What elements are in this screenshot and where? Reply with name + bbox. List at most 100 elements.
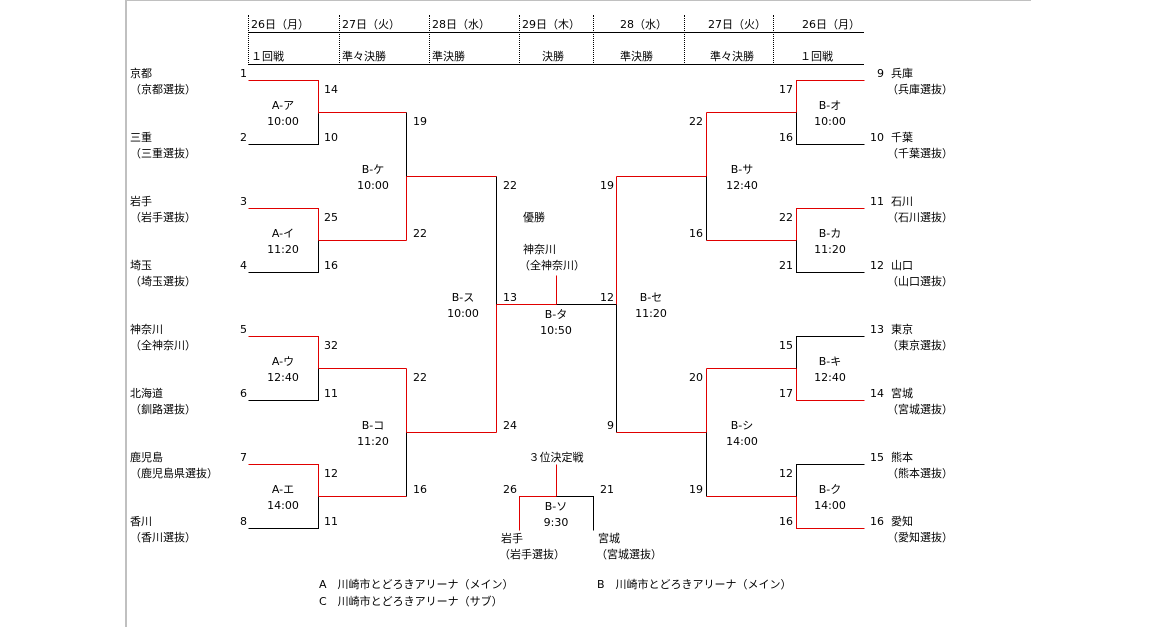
team-seed: 8 xyxy=(240,515,247,528)
bracket-line-winner xyxy=(796,368,865,401)
match-code: A-イ xyxy=(271,227,295,240)
team-seed: 1 xyxy=(240,67,247,80)
header-round: 準決勝 xyxy=(620,50,653,63)
team-name: 鹿児島 xyxy=(130,451,163,464)
match-time: 14:00 xyxy=(814,499,846,512)
match-code: B-ソ xyxy=(544,500,568,513)
header-date: 29日（木） xyxy=(522,18,580,31)
header-round: １回戦 xyxy=(251,50,284,63)
match-time: 12:40 xyxy=(726,179,758,192)
team-name: 岩手 xyxy=(130,195,152,208)
header-round: 決勝 xyxy=(542,50,564,63)
score-bottom: 11 xyxy=(324,387,338,400)
match-code: B-ケ xyxy=(361,163,385,176)
header-separator xyxy=(773,15,774,65)
score-top: 19 xyxy=(413,115,427,128)
legend-venue-b: B 川崎市とどろきアリーナ（メイン） xyxy=(597,578,792,591)
score-top: 22 xyxy=(413,371,427,384)
team-seed: 2 xyxy=(240,131,247,144)
score-left: 13 xyxy=(503,291,517,304)
score-bottom: 16 xyxy=(779,131,793,144)
header-date: 26日（月） xyxy=(251,18,309,31)
header-date-underline xyxy=(248,32,864,33)
team-sub: （千葉選抜） xyxy=(887,147,953,160)
team-sub: （宮城選抜） xyxy=(887,403,953,416)
match-time: 11:20 xyxy=(267,243,299,256)
match-code: A-エ xyxy=(271,483,295,496)
team-name: 神奈川 xyxy=(130,323,163,336)
champion-name: 神奈川 xyxy=(523,243,556,256)
bracket-line-winner xyxy=(796,208,865,241)
team-sub: （岩手選抜） xyxy=(130,211,196,224)
team-sub: （埼玉選抜） xyxy=(130,275,196,288)
match-code: B-セ xyxy=(639,291,663,304)
third-left-name: 岩手 xyxy=(501,532,523,545)
bracket-line-loser xyxy=(796,336,865,369)
header-round: 準決勝 xyxy=(432,50,465,63)
score-bottom: 17 xyxy=(779,387,793,400)
team-sub: （熊本選抜） xyxy=(887,467,953,480)
team-seed: 4 xyxy=(240,259,247,272)
team-seed: 7 xyxy=(240,451,247,464)
score-bottom: 10 xyxy=(324,131,338,144)
team-name: 北海道 xyxy=(130,387,163,400)
bracket-line-winner xyxy=(248,464,319,497)
score-top: 32 xyxy=(324,339,338,352)
team-sub: （兵庫選抜） xyxy=(887,83,953,96)
score-bottom: 19 xyxy=(689,483,703,496)
header-date: 27日（火） xyxy=(342,18,400,31)
team-sub: （釧路選抜） xyxy=(130,403,196,416)
team-sub: （京都選抜） xyxy=(130,83,196,96)
match-time: 12:40 xyxy=(267,371,299,384)
match-code: B-ク xyxy=(818,483,842,496)
score-bottom: 21 xyxy=(779,259,793,272)
match-code: B-シ xyxy=(730,419,754,432)
header-separator xyxy=(429,15,430,65)
team-sub: （山口選抜） xyxy=(887,275,953,288)
score-right: 21 xyxy=(600,483,614,496)
bracket-line-loser xyxy=(796,240,865,273)
score-top: 22 xyxy=(779,211,793,224)
champion-title: 優勝 xyxy=(523,211,545,224)
score-top: 12 xyxy=(779,467,793,480)
header-round: １回戦 xyxy=(800,50,833,63)
team-name: 埼玉 xyxy=(130,259,152,272)
match-time: 10:50 xyxy=(540,324,572,337)
bracket-line-loser xyxy=(248,240,319,273)
match-time: 11:20 xyxy=(357,435,389,448)
team-seed: 11 xyxy=(870,195,884,208)
team-seed: 6 xyxy=(240,387,247,400)
match-time: 10:00 xyxy=(447,307,479,320)
score-left: 26 xyxy=(503,483,517,496)
team-name: 愛知 xyxy=(891,515,913,528)
team-name: 石川 xyxy=(891,195,913,208)
frame-top-border xyxy=(125,0,1031,1)
score-bottom: 16 xyxy=(689,227,703,240)
team-seed: 14 xyxy=(870,387,884,400)
third-right-sub: （宮城選抜） xyxy=(596,548,662,561)
score-top: 22 xyxy=(503,179,517,192)
bracket-line-winner xyxy=(248,336,319,369)
score-bottom: 9 xyxy=(607,419,614,432)
team-seed: 12 xyxy=(870,259,884,272)
match-code: B-カ xyxy=(818,227,842,240)
score-top: 15 xyxy=(779,339,793,352)
header-date: 27日（火） xyxy=(708,18,766,31)
third-place-title: ３位決定戦 xyxy=(528,451,584,464)
team-seed: 10 xyxy=(870,131,884,144)
team-name: 宮城 xyxy=(891,387,913,400)
match-time: 11:20 xyxy=(635,307,667,320)
bracket-line-loser xyxy=(796,112,865,145)
bracket-line-winner xyxy=(796,496,865,529)
team-seed: 9 xyxy=(877,67,884,80)
score-bottom: 16 xyxy=(413,483,427,496)
match-code: B-オ xyxy=(818,99,842,112)
score-bottom: 16 xyxy=(779,515,793,528)
team-name: 三重 xyxy=(130,131,152,144)
team-name: 熊本 xyxy=(891,451,913,464)
header-separator xyxy=(248,15,249,65)
header-round: 準々決勝 xyxy=(342,50,386,63)
legend-venue-a: A 川崎市とどろきアリーナ（メイン） xyxy=(319,578,514,591)
header-round: 準々決勝 xyxy=(710,50,754,63)
bracket-line-loser xyxy=(796,464,865,497)
